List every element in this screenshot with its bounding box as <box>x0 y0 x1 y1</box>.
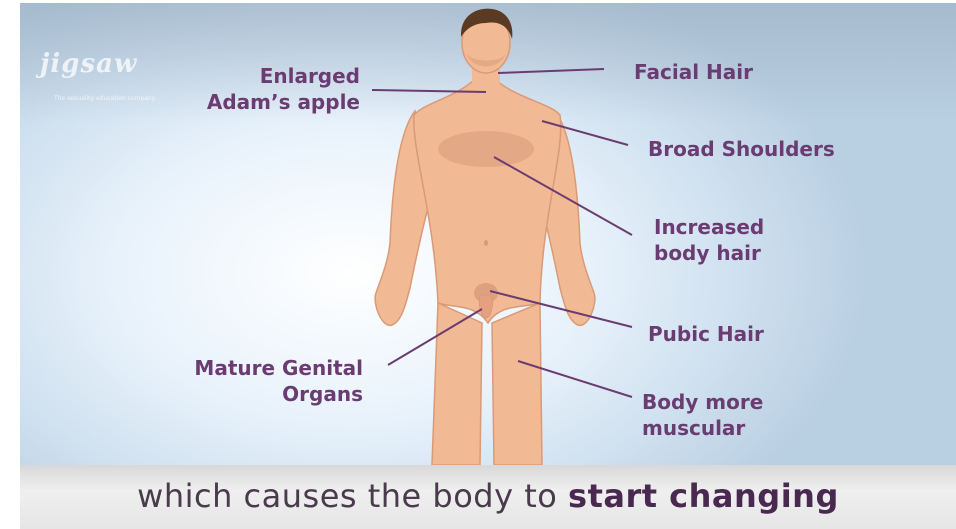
label-muscular: Body more muscular <box>642 389 763 441</box>
genitals <box>479 295 492 318</box>
right-leg <box>492 303 542 465</box>
label-body-hair: Increased body hair <box>654 214 764 266</box>
caption-normal: which causes the body to <box>137 477 568 515</box>
label-broad-shoulders: Broad Shoulders <box>648 136 835 162</box>
chest-hair <box>438 131 534 167</box>
label-pubic-hair: Pubic Hair <box>648 321 764 347</box>
caption-bold: start changing <box>568 477 839 515</box>
video-frame[interactable]: jigsaw The sexuality education company <box>20 3 956 465</box>
left-leg <box>432 303 482 465</box>
navel <box>484 240 488 246</box>
caption-bar: which causes the body to start changing <box>20 465 956 529</box>
label-adams-apple: Enlarged Adam’s apple <box>160 63 360 115</box>
caption-text: which causes the body to start changing <box>20 477 956 515</box>
label-genital-organs: Mature Genital Organs <box>140 355 363 407</box>
line-facial-hair <box>498 69 604 73</box>
label-facial-hair: Facial Hair <box>634 59 753 85</box>
